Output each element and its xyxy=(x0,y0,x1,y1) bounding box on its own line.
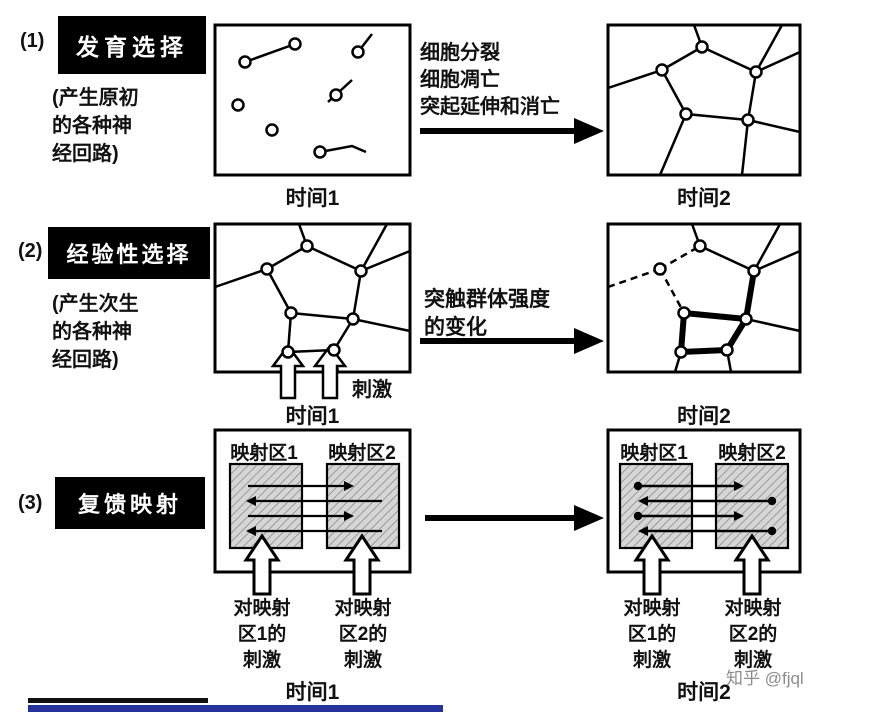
panel-row1-time1 xyxy=(213,23,412,177)
stimulus-up-arrow-icon xyxy=(270,343,348,400)
row3-time2-stim2-label: 对映射 区2的 刺激 xyxy=(724,598,782,671)
panel-row3-time1 xyxy=(213,428,412,596)
panel-row2-time1 xyxy=(213,222,412,400)
row2-subtitle: (产生次生 的各种神 经回路) xyxy=(52,293,139,371)
map-area-1 xyxy=(228,462,304,550)
row1-time2-label: 时间2 xyxy=(677,187,731,210)
row2-index: (2) xyxy=(18,240,43,262)
row2-time1-label: 时间1 xyxy=(285,405,340,428)
row1-title: 发育选择 xyxy=(58,16,206,74)
stimulus-up-arrow-icon xyxy=(633,533,771,596)
cropped-bottom-content xyxy=(28,698,443,712)
row1-time1-label: 时间1 xyxy=(285,187,340,210)
map-area-2 xyxy=(325,462,401,550)
row3-time2-stim1-label: 对映射 区1的 刺激 xyxy=(623,598,681,671)
row3-time2-map2-label: 映射区2 xyxy=(718,443,786,464)
map-area-1 xyxy=(618,462,694,550)
row3-time1-stim1-label: 对映射 区1的 刺激 xyxy=(233,598,291,671)
watermark: 知乎 @fjql xyxy=(726,669,804,688)
row1-index: (1) xyxy=(20,30,45,52)
row3-time1-map1-label: 映射区1 xyxy=(230,443,298,464)
row3-index: (3) xyxy=(18,492,43,514)
row3-time1-label: 时间1 xyxy=(285,681,340,704)
panel-row1-time2 xyxy=(606,23,802,177)
panel-row2-time2 xyxy=(606,222,802,374)
panel-row3-time2 xyxy=(606,428,802,596)
row2-transition-arrow-icon xyxy=(420,328,604,354)
stimulus-up-arrow-icon xyxy=(243,533,381,596)
row2-process-label: 突触群体强度 的变化 xyxy=(424,288,550,339)
reentrant-arrows-dotted-icon xyxy=(633,481,777,536)
row2-title: 经验性选择 xyxy=(48,227,210,279)
row2-time2-label: 时间2 xyxy=(677,405,731,428)
row3-time1-map2-label: 映射区2 xyxy=(328,443,396,464)
row2-stimulus-label: 刺激 xyxy=(352,379,392,401)
row1-subtitle: (产生原初 的各种神 经回路) xyxy=(52,87,139,165)
row3-transition-arrow-icon xyxy=(425,505,604,531)
row3-time1-stim2-label: 对映射 区2的 刺激 xyxy=(334,598,392,671)
row3-time2-map1-label: 映射区1 xyxy=(620,443,688,464)
row1-transition-arrow-icon xyxy=(420,118,604,144)
reentrant-arrows-icon xyxy=(246,481,382,536)
row3-time2-label: 时间2 xyxy=(677,681,731,704)
row3-title: 复馈映射 xyxy=(55,477,205,529)
row1-process-label: 细胞分裂 细胞凋亡 突起延伸和消亡 xyxy=(420,42,560,118)
